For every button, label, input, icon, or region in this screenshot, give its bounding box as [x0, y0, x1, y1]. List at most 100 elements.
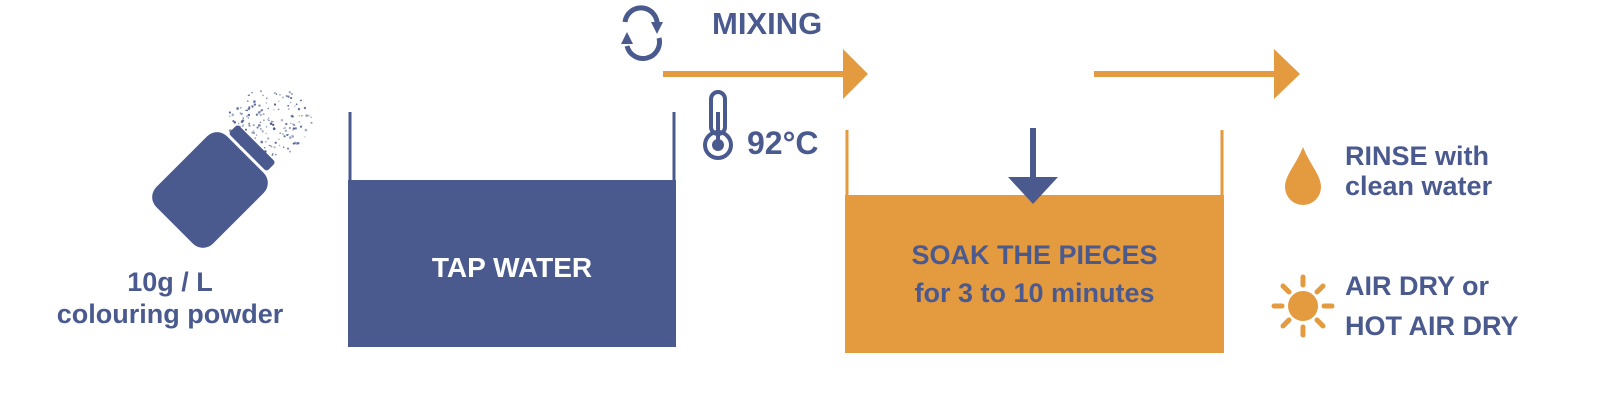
powder-speck [290, 114, 294, 118]
powder-speck [272, 127, 276, 131]
powder-speck [286, 147, 290, 150]
powder-speck [278, 138, 280, 140]
powder-speck [237, 132, 241, 135]
powder-speck [265, 132, 267, 135]
powder-speck [262, 113, 265, 116]
sun-icon [1271, 274, 1335, 338]
powder-speck [251, 131, 254, 134]
powder-speck [292, 127, 295, 130]
powder-speck [260, 140, 264, 144]
mixing-label: MIXING [712, 6, 823, 41]
powder-speck [263, 119, 265, 122]
powder-speck [268, 144, 271, 147]
powder-speck [298, 115, 300, 117]
powder-speck [234, 129, 237, 132]
powder-speck [253, 100, 256, 103]
powder-speck [288, 127, 291, 129]
powder-speck [262, 94, 264, 97]
powder-speck [232, 135, 235, 137]
powder-speck [254, 149, 257, 152]
powder-speck [278, 100, 280, 103]
powder-speck [247, 94, 250, 97]
powder-speck [237, 140, 240, 143]
powder-speck [287, 95, 290, 98]
powder-speck [257, 124, 261, 127]
powder-speck [263, 146, 266, 149]
powder-speck [244, 128, 248, 131]
powder-speck [228, 129, 232, 132]
powder-speck [281, 96, 285, 99]
powder-speck [237, 122, 240, 125]
powder-speck [284, 127, 286, 129]
powder-speck [269, 122, 273, 125]
powder-speck [287, 104, 290, 107]
powder-speck [262, 153, 265, 156]
powder-speck [277, 108, 280, 111]
powder-speck [228, 111, 232, 114]
powder-speck [247, 100, 249, 102]
rinse-label: RINSE with clean water [1345, 141, 1492, 201]
powder-speck [272, 121, 274, 123]
soak-line-2: for 3 to 10 minutes [914, 278, 1155, 308]
powder-speck [283, 127, 285, 130]
powder-speck [280, 119, 284, 122]
powder-speck [238, 125, 241, 128]
dry-line-2: HOT AIR DRY [1345, 311, 1519, 341]
powder-speck [288, 136, 292, 139]
powder-speck [233, 132, 236, 135]
powder-speck [273, 127, 275, 129]
powder-speck [248, 122, 251, 125]
powder-speck [273, 109, 275, 111]
powder-speck [285, 122, 288, 126]
powder-speck [259, 109, 263, 112]
powder-speck [255, 113, 259, 116]
powder-speck [252, 124, 255, 127]
process-arrow-1 [663, 49, 868, 99]
powder-speck [246, 115, 248, 118]
powder-speck [248, 94, 250, 96]
powder-speck [289, 150, 291, 153]
powder-speck [282, 146, 285, 148]
powder-speck [260, 90, 262, 92]
powder-speck [248, 124, 251, 127]
powder-bottle-icon [152, 90, 313, 248]
powder-speck [237, 133, 240, 136]
powder-speck [247, 113, 251, 117]
powder-speck [251, 91, 253, 94]
powder-speck [293, 124, 296, 127]
powder-speck [279, 94, 281, 96]
powder-speck [291, 134, 294, 138]
powder-speck [310, 116, 313, 119]
powder-line-2: colouring powder [56, 299, 284, 329]
powder-speck [288, 108, 290, 110]
powder-speck [291, 93, 293, 95]
powder-speck [259, 121, 262, 124]
powder-speck [269, 144, 272, 147]
powder-speck [251, 104, 254, 108]
powder-speck [294, 105, 296, 107]
powder-speck [304, 128, 308, 132]
powder-speck [261, 130, 264, 133]
dry-line-1: AIR DRY or [1345, 271, 1490, 301]
powder-speck [240, 112, 243, 116]
powder-speck [242, 117, 244, 119]
powder-speck [255, 151, 258, 154]
tap-water-tank [348, 112, 676, 347]
powder-speck [300, 114, 303, 117]
powder-speck [238, 127, 242, 131]
powder-speck [266, 97, 268, 100]
powder-speck [290, 122, 292, 125]
powder-speck [271, 154, 274, 156]
powder-speck [289, 101, 292, 104]
powder-speck [308, 114, 310, 117]
powder-speck [253, 132, 255, 134]
soak-label: SOAK THE PIECES for 3 to 10 minutes [845, 236, 1224, 312]
powder-speck [290, 96, 293, 100]
powder-speck [297, 107, 301, 111]
powder-speck [245, 109, 247, 112]
powder-speck [242, 124, 244, 126]
powder-speck [240, 130, 242, 132]
powder-speck [273, 103, 277, 106]
powder-speck [267, 118, 269, 121]
powder-speck [285, 94, 288, 98]
